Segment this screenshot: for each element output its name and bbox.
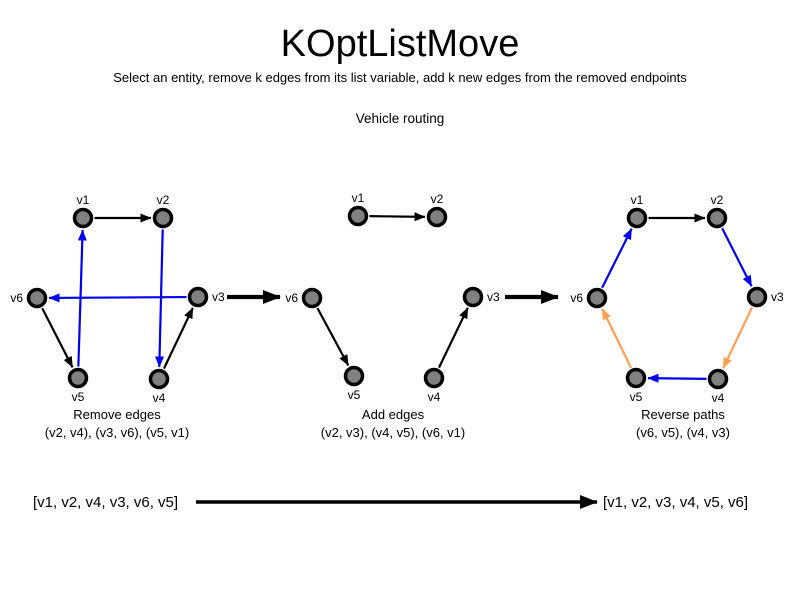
graph-reverse-paths: v1 v2 v3 v4 v5 v6	[570, 193, 784, 405]
node-add-edges-v6	[301, 287, 323, 309]
edge-v6-v1	[601, 228, 633, 289]
after-list: [v1, v2, v3, v4, v5, v6]	[603, 494, 748, 511]
node-label-add-edges-v1: v1	[352, 191, 365, 205]
node-reverse-paths-v1	[626, 207, 648, 229]
edge-v2-v3	[721, 227, 753, 287]
node-remove-edges-v2	[152, 207, 174, 229]
edge-v1-v2	[369, 212, 426, 222]
node-remove-edges-v6	[26, 287, 48, 309]
page-subtitle: Select an entity, remove k edges from it…	[113, 70, 687, 85]
node-label-remove-edges-v6: v6	[10, 291, 23, 305]
node-label-add-edges-v4: v4	[428, 390, 441, 404]
edge-v6-v5	[41, 307, 74, 368]
edge-v5-v6	[601, 308, 632, 369]
node-label-add-edges-v2: v2	[431, 192, 444, 206]
node-label-add-edges-v6: v6	[285, 291, 298, 305]
node-label-remove-edges-v5: v5	[72, 390, 85, 404]
edge-v4-v3	[437, 307, 469, 369]
node-add-edges-v4	[423, 367, 445, 389]
edge-v5-v1	[77, 229, 87, 367]
node-remove-edges-v3	[187, 286, 209, 308]
node-add-edges-v3	[462, 286, 484, 308]
node-reverse-paths-v3	[746, 286, 768, 308]
context-label: Vehicle routing	[355, 111, 445, 126]
caption-detail-remove-edges: (v2, v4), (v3, v6), (v5, v1)	[44, 425, 190, 440]
node-reverse-paths-v4	[707, 368, 729, 390]
graph-remove-edges: v1 v2 v3 v4 v5 v6	[10, 193, 225, 405]
caption-add-edges: Add edges (v2, v3), (v4, v5), (v6, v1)	[321, 406, 465, 442]
node-label-reverse-paths-v1: v1	[631, 193, 644, 207]
caption-title-remove-edges: Remove edges	[73, 407, 161, 422]
node-add-edges-v2	[426, 206, 448, 228]
edge-v3-v6	[48, 293, 187, 303]
edge-v4-v5	[647, 373, 707, 383]
node-reverse-paths-v2	[706, 207, 728, 229]
node-label-reverse-paths-v2: v2	[711, 193, 724, 207]
node-label-reverse-paths-v5: v5	[630, 390, 643, 404]
graph-add-edges: v1 v2 v3 v4 v5 v6	[285, 191, 500, 404]
edge-v3-v4	[722, 306, 754, 369]
node-label-reverse-paths-v3: v3	[771, 290, 784, 304]
node-label-reverse-paths-v4: v4	[712, 391, 725, 405]
node-label-add-edges-v3: v3	[487, 290, 500, 304]
before-list: [v1, v2, v4, v3, v6, v5]	[33, 494, 178, 511]
node-add-edges-v5	[343, 365, 365, 387]
node-label-remove-edges-v3: v3	[212, 290, 225, 304]
node-label-reverse-paths-v6: v6	[570, 291, 583, 305]
caption-reverse-paths: Reverse paths (v6, v5), (v4, v3)	[636, 406, 730, 442]
edge-v4-v3	[162, 307, 194, 370]
edge-v6-v5	[316, 307, 350, 366]
node-label-remove-edges-v4: v4	[153, 391, 166, 405]
page-title: KOptListMove	[280, 23, 520, 65]
node-label-add-edges-v5: v5	[348, 388, 361, 402]
caption-title-reverse-paths: Reverse paths	[641, 407, 725, 422]
caption-detail-add-edges: (v2, v3), (v4, v5), (v6, v1)	[320, 425, 466, 440]
caption-remove-edges: Remove edges (v2, v4), (v3, v6), (v5, v1)	[45, 406, 189, 442]
node-label-remove-edges-v2: v2	[157, 193, 170, 207]
node-remove-edges-v4	[148, 368, 170, 390]
node-reverse-paths-v5	[625, 367, 647, 389]
caption-title-add-edges: Add edges	[361, 407, 425, 422]
node-add-edges-v1	[347, 205, 369, 227]
caption-detail-reverse-paths: (v6, v5), (v4, v3)	[636, 425, 730, 440]
node-label-remove-edges-v1: v1	[77, 193, 90, 207]
node-remove-edges-v5	[67, 367, 89, 389]
node-reverse-paths-v6	[586, 287, 608, 309]
node-remove-edges-v1	[72, 207, 94, 229]
